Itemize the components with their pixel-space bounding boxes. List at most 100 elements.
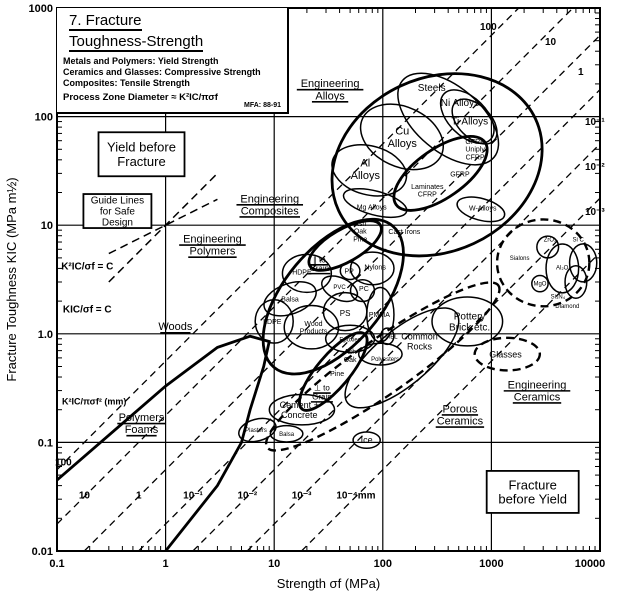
material-label: Si C (573, 238, 585, 244)
fracture-before-yield-label: before Yield (498, 492, 567, 507)
region-engineering-alloys-envelope (330, 72, 544, 258)
material-label: Ti Alloys (451, 117, 488, 128)
x-tick-label: 1000 (479, 558, 503, 570)
material-label-group: Steels (418, 83, 446, 94)
material-label: PVC (333, 285, 346, 291)
material-class-label: Engineering (240, 193, 299, 205)
y-tick-label: 0.01 (32, 546, 53, 558)
process-zone-label-top: 10⁻¹ (585, 117, 605, 128)
equation-k-over-sigma: KIC/σf = C (63, 304, 112, 315)
process-zone-line (301, 252, 600, 551)
material-label: Nylons (364, 265, 386, 272)
material-label: Ash (344, 349, 356, 356)
material-class-label: Engineering (508, 379, 567, 391)
material-label: LDPE (263, 319, 282, 326)
equation-process-zone: K²IC/πσf² (mm) (62, 396, 126, 406)
region-sic (568, 243, 598, 283)
equation-k-over-sigma-group: KIC/σf = C (63, 304, 112, 315)
region-pottery-brick-etc- (431, 296, 504, 347)
region-si3n4 (564, 264, 588, 300)
plot-area (57, 8, 600, 551)
region-engineering-polymers-envelope (261, 217, 405, 376)
region-ni-alloys (439, 89, 495, 145)
yield-before-fracture-label: Fracture (117, 154, 165, 169)
material-class-label: Engineering (301, 78, 360, 90)
region-ldpe (254, 298, 294, 344)
region-epoxies (324, 324, 376, 354)
y-tick-label: 100 (35, 112, 53, 124)
material-label: Pine (330, 371, 344, 378)
material-label: Brick etc. (449, 322, 490, 333)
region-cement-concrete (268, 393, 336, 426)
material-label: Laminates (411, 184, 444, 191)
region-pvc (321, 275, 359, 303)
material-label: Cu (395, 126, 409, 138)
process-zone-label-top: 10⁻³ (585, 207, 605, 218)
material-label: Ash (354, 221, 366, 228)
process-zone-line (138, 89, 600, 551)
x-tick-label: 10000 (575, 558, 606, 570)
material-label: Oak (344, 357, 357, 364)
material-label-group: Diamond (555, 304, 579, 310)
material-label-group: Ni Alloys (441, 98, 479, 109)
process-zone-label: 10⁻³ (292, 491, 312, 502)
material-label: GFRP (465, 139, 485, 146)
material-label: PS (340, 309, 351, 318)
material-label: Uniply (465, 147, 485, 154)
material-label: GFRP (450, 172, 470, 179)
material-label: Alloys (351, 170, 381, 182)
fracture-before-yield-label: Fracture (508, 477, 556, 492)
note-metals: Metals and Polymers: Yield Strength (63, 56, 219, 66)
region-engineering-composites (392, 134, 489, 212)
guide-lines-label-box (82, 193, 153, 229)
material-class-label: ⊥ to (314, 384, 330, 393)
material-class-label: Polymers (119, 412, 165, 424)
region-porous-ceramics-envelope (264, 281, 501, 452)
material-label: Al (360, 158, 370, 170)
region-plasters (238, 417, 277, 443)
material-label-group: Glasses (489, 349, 522, 359)
material-label: Si₃N₄ (551, 295, 566, 301)
source-code: MFA: 88-91 (244, 102, 281, 109)
material-label-group: HDPE (292, 270, 312, 277)
y-tick-label: 1.0 (38, 329, 53, 341)
region-pmma (366, 286, 395, 343)
equation-k2-over-sigma: K²IC/σf = C (61, 262, 113, 273)
yield-before-fracture-label-box (97, 131, 186, 178)
material-label: PC (359, 286, 369, 293)
x-tick-label: 100 (374, 558, 392, 570)
process-zone-line (57, 8, 574, 525)
region-engineering-ceramics-envelope (495, 218, 591, 308)
process-zone-label-top: 100 (480, 22, 497, 33)
material-label: Plasters (245, 428, 267, 434)
material-label: Concrete (281, 410, 318, 420)
y-tick-label: 0.1 (38, 437, 53, 449)
material-label: Products (300, 329, 328, 336)
material-label: PP (344, 268, 354, 275)
region-woods-perpendicular-to-grain (298, 331, 369, 412)
material-class-label: Alloys (315, 90, 345, 102)
process-zone-label: 100 (55, 457, 72, 468)
material-label: Cast Irons (388, 229, 420, 236)
material-label-group: PP (344, 268, 354, 275)
equation-process-zone-group: K²IC/πσf² (mm) (62, 396, 126, 406)
material-label-group: GFRP (450, 172, 470, 179)
material-label-group: Nylons (364, 265, 386, 272)
material-label: Balsa (281, 296, 299, 303)
y-tick-label: 1000 (29, 3, 53, 15)
region-common-rocks (344, 307, 460, 409)
material-class-label: ∥ to (313, 255, 326, 264)
material-label: Common (401, 332, 438, 342)
chart-title-box: 7. Fracture Toughness-Strength Metals an… (57, 8, 289, 114)
material-class-label: Ceramics (514, 391, 561, 403)
material-label-group: PS (340, 309, 351, 318)
process-zone-label-top: 10 (545, 37, 557, 48)
material-label: W-Alloys (469, 205, 497, 212)
material-class-label: Polymers (190, 246, 236, 258)
